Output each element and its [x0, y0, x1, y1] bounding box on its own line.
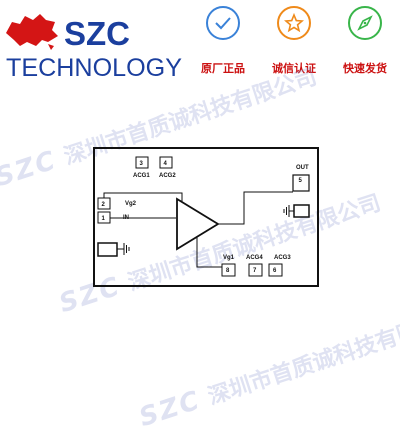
badge-genuine: 原厂正品: [188, 6, 258, 76]
badge-label: 快速发货: [343, 62, 387, 75]
left-cap-box: [97, 242, 118, 257]
vg2-wire: [103, 192, 183, 206]
pin-6-number: 6: [273, 268, 277, 274]
pin-4-number: 4: [164, 161, 168, 167]
pin-5-box: [292, 174, 310, 192]
compass-icon: [348, 6, 382, 40]
pin-4-box: [159, 156, 173, 169]
brand-logo: SZC TECHNOLOGY: [6, 14, 182, 82]
pin-7-box: [248, 263, 263, 277]
pin-8-number: 8: [226, 268, 230, 274]
pin-3-box: [135, 156, 149, 169]
package-outline: [93, 147, 319, 287]
badge-certified: 诚信认证: [259, 6, 329, 76]
badge-label: 诚信认证: [272, 62, 316, 75]
pin-7-label: ACG4: [246, 255, 263, 261]
pin-5-label: OUT: [296, 165, 309, 171]
pin-2-number: 2: [102, 202, 106, 208]
vg1-wire: [196, 237, 222, 268]
pin-1-number: 1: [102, 216, 106, 222]
badge-fast-shipping: 快速发货: [330, 6, 400, 76]
pin-3-label: ACG1: [133, 173, 150, 179]
pin-7-number: 7: [253, 268, 257, 274]
pin-8-label: Vg1: [223, 255, 235, 261]
pin-5-number: 5: [299, 178, 303, 184]
pin-2-label: Vg2: [125, 201, 137, 207]
pin-8-box: [221, 263, 236, 277]
right-cap-box: [293, 204, 310, 218]
brand-name: SZC: [64, 15, 130, 52]
pin-4-label: ACG2: [159, 173, 176, 179]
pin-3-number: 3: [140, 161, 144, 167]
pin-6-box: [268, 263, 283, 277]
out-wire: [218, 191, 293, 225]
badge-label: 原厂正品: [201, 62, 245, 75]
circuit-diagram: 3 ACG1 4 ACG2 2 Vg2 1 IN OUT 5 Vg1 8 ACG…: [93, 147, 319, 287]
pin-6-label: ACG3: [274, 255, 291, 261]
check-icon: [206, 6, 240, 40]
brand-tagline: TECHNOLOGY: [6, 54, 182, 82]
star-icon: [277, 6, 311, 40]
amplifier-symbol: [176, 197, 220, 251]
map-logo-icon: [6, 14, 58, 50]
ground-icon: [123, 243, 130, 255]
ground-icon: [283, 205, 290, 217]
